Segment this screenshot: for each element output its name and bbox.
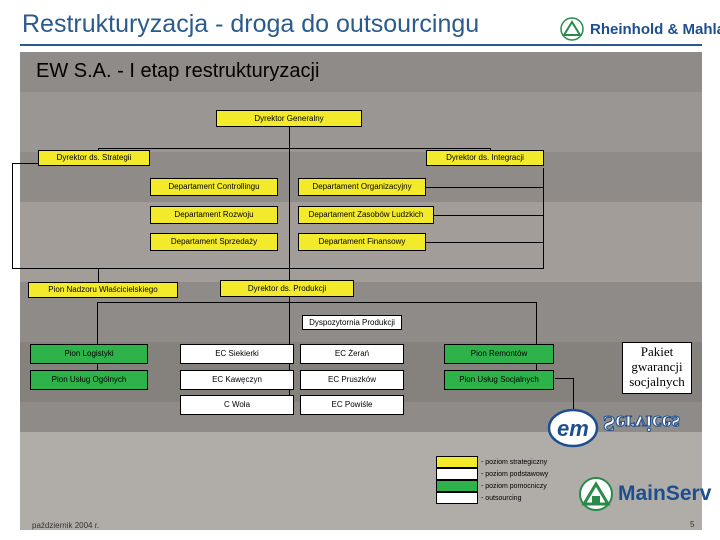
- connector: [426, 242, 544, 243]
- dir-strategy-box: Dyrektor ds. Strategii: [38, 150, 150, 166]
- ec-siekierki-box: EC Siekierki: [180, 344, 294, 364]
- connector: [555, 378, 573, 379]
- dir-production-box: Dyrektor ds. Produkcji: [220, 280, 354, 297]
- dept-hr-box: Departament Zasobów Ludzkich: [298, 206, 434, 224]
- rheinhold-mahla-logo: Rheinhold & Mahla: [560, 16, 720, 42]
- logo-text: Rheinhold & Mahla: [590, 20, 720, 38]
- connector: [12, 268, 512, 269]
- ec-pruszkow-box: EC Pruszków: [300, 370, 404, 390]
- connector: [97, 302, 537, 303]
- slide-title: Restrukturyzacja - droga do outsourcingu: [22, 10, 480, 38]
- dept-development-box: Departament Rozwoju: [150, 206, 278, 224]
- div-general-box: Pion Usług Ogólnych: [30, 370, 148, 390]
- dept-organizational-box: Departament Organizacyjny: [298, 178, 426, 196]
- connector: [543, 168, 544, 268]
- ceo-box: Dyrektor Generalny: [216, 110, 362, 127]
- rheinhold-mahla-icon: [560, 17, 584, 41]
- ems-services-logo: em Services: [547, 408, 681, 448]
- connector: [98, 268, 99, 282]
- legend-label-strategic: - poziom strategiczny: [481, 459, 548, 466]
- mainserv-text: MainServ: [618, 482, 712, 505]
- mainserv-logo: MainServ: [578, 476, 711, 512]
- mainserv-icon: [579, 477, 613, 511]
- ec-kaweczyn-box: EC Kawęczyn: [180, 370, 294, 390]
- legend-swatch-outsourcing: [436, 492, 478, 504]
- svg-text:em: em: [557, 416, 589, 441]
- pakiet-box: Pakiet gwarancji socjalnych: [622, 342, 692, 394]
- title-underline: [20, 44, 702, 46]
- div-repairs-box: Pion Remontów: [444, 344, 554, 364]
- connector: [98, 148, 490, 149]
- connector: [97, 302, 98, 376]
- dispatch-box: Dyspozytornia Produkcji: [302, 315, 402, 330]
- connector: [573, 378, 574, 424]
- c-wola-box: C Wola: [180, 395, 294, 415]
- legend-label-auxiliary: - poziom pomocniczy: [481, 483, 547, 490]
- ec-zeran-box: EC Żerań: [300, 344, 404, 364]
- dept-controlling-box: Departament Controllingu: [150, 178, 278, 196]
- footer-date: październik 2004 r.: [32, 521, 100, 530]
- connector: [434, 215, 544, 216]
- legend-swatch-strategic: [436, 456, 478, 468]
- dept-sales-box: Departament Sprzedaży: [150, 233, 278, 251]
- legend-swatch-auxiliary: [436, 480, 478, 492]
- div-social-box: Pion Usług Socjalnych: [444, 370, 554, 390]
- legend-label-basic: - poziom podstawowy: [481, 471, 549, 478]
- page-number: 5: [690, 520, 695, 529]
- connector: [12, 163, 38, 164]
- div-logistics-box: Pion Logistyki: [30, 344, 148, 364]
- dir-integration-box: Dyrektor ds. Integracji: [426, 150, 544, 166]
- owner-supervision-box: Pion Nadzoru Właścicielskiego: [28, 282, 178, 298]
- connector: [536, 302, 537, 378]
- ec-powisle-box: EC Powiśle: [300, 395, 404, 415]
- svg-text:Services: Services: [603, 411, 680, 436]
- legend-label-outsourcing: - outsourcing: [481, 495, 522, 502]
- legend-swatch-basic: [436, 468, 478, 480]
- connector: [12, 163, 13, 268]
- diagram-subtitle: EW S.A. - I etap restrukturyzacji: [36, 60, 320, 82]
- dept-finance-box: Departament Finansowy: [298, 233, 426, 251]
- connector: [426, 187, 544, 188]
- connector: [512, 268, 544, 269]
